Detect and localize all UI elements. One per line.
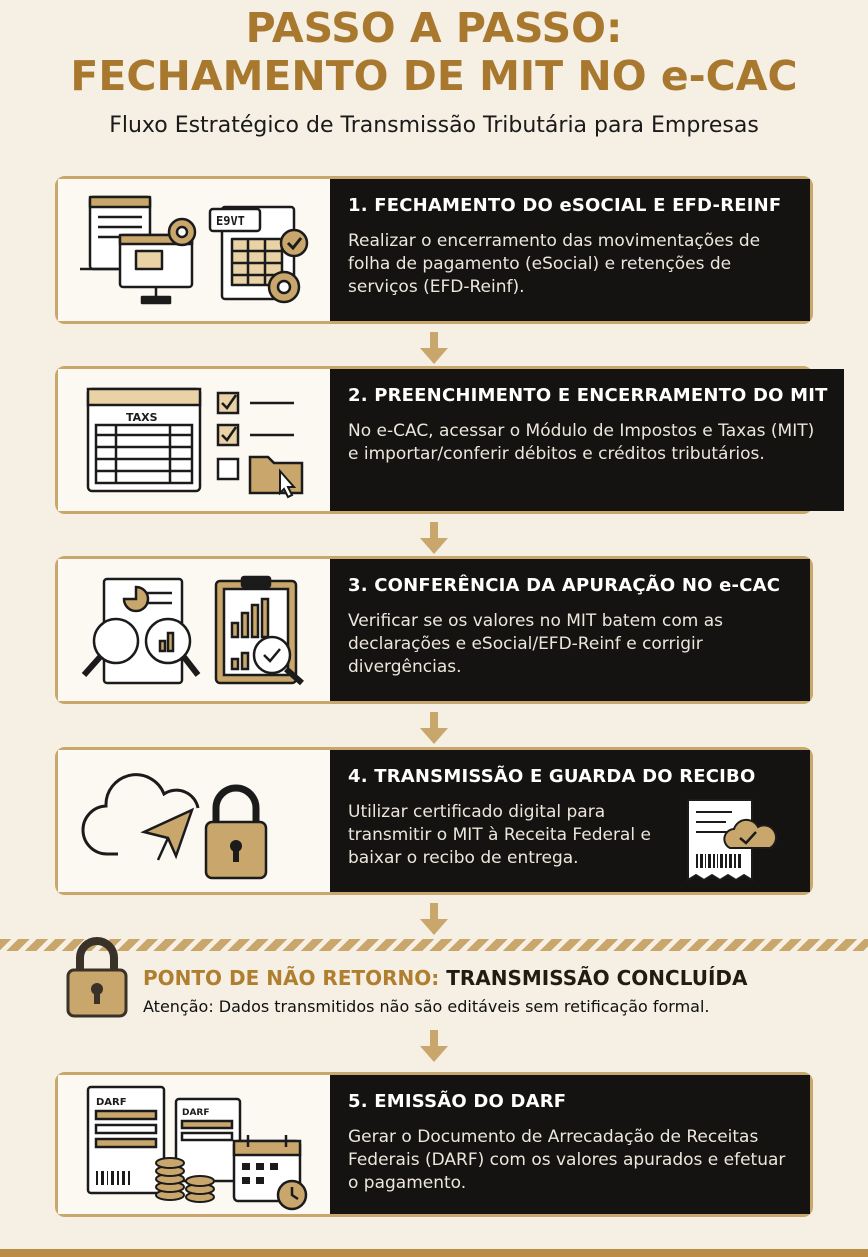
page-title-line-1: PASSO A PASSO:: [245, 4, 623, 52]
step-2-text: No e-CAC, acessar o Módulo de Impostos e…: [348, 421, 815, 464]
cursor-icon: [279, 468, 297, 499]
step-3-title: 3. CONFERÊNCIA DA APURAÇÃO NO e-CAC: [348, 575, 781, 596]
arrow-down-icon: [420, 903, 448, 935]
tax-form-icon: TAXS: [86, 387, 304, 499]
step-card-1: E9VT 1. FECHAMENTO DO eSOCIAL E EFD-REIN…: [55, 176, 813, 324]
page-title-line-2: FECHAMENTO DE MIT NO e-CAC: [70, 52, 798, 100]
spreadsheet-tag-label: E9VT: [216, 214, 245, 228]
monitor-icon: E9VT: [80, 195, 309, 305]
step-card-2: TAXS 2. PREENCHIMENTO E ENCERRAMENTO DO …: [55, 366, 844, 514]
step-4-text: Utilizar certificado digital para transm…: [348, 802, 651, 868]
cloud-send-icon: [81, 773, 268, 880]
step-4-title: 4. TRANSMISSÃO E GUARDA DO RECIBO: [348, 766, 756, 787]
warning-title-status: TRANSMISSÃO CONCLUÍDA: [446, 966, 748, 990]
clock-icon: [276, 1179, 308, 1211]
arrow-down-icon: [420, 332, 448, 364]
checklist-icon: [216, 391, 294, 481]
step-2-panel: 2. PREENCHIMENTO E ENCERRAMENTO DO MIT N…: [330, 369, 844, 511]
step-1-illustration: E9VT: [58, 179, 330, 321]
warning-text: Atenção: Dados transmitidos não são edit…: [143, 997, 710, 1016]
arrow-down-icon: [420, 712, 448, 744]
arrow-down-icon: [420, 522, 448, 554]
step-3-illustration: [58, 559, 330, 701]
step-card-3: 3. CONFERÊNCIA DA APURAÇÃO NO e-CAC Veri…: [55, 556, 813, 704]
clipboard-chart-icon: [214, 575, 304, 686]
tax-form-label: TAXS: [126, 411, 158, 424]
step-5-illustration: DARF DARF: [58, 1075, 330, 1214]
darf-label-2: DARF: [182, 1108, 210, 1118]
step-3-text: Verificar se os valores no MIT batem com…: [348, 611, 723, 677]
step-2-illustration: TAXS: [58, 369, 330, 511]
step-5-text: Gerar o Documento de Arrecadação de Rece…: [348, 1127, 786, 1193]
warning-title-highlight: PONTO DE NÃO RETORNO:: [143, 966, 440, 990]
magnifier-document-icon: [81, 575, 304, 686]
divider-stripe-top: [0, 939, 868, 951]
step-1-text: Realizar o encerramento das movimentaçõe…: [348, 231, 761, 297]
step-1-panel: 1. FECHAMENTO DO eSOCIAL E EFD-REINF Rea…: [330, 179, 810, 321]
step-3-panel: 3. CONFERÊNCIA DA APURAÇÃO NO e-CAC Veri…: [330, 559, 810, 701]
padlock-icon: [204, 784, 268, 880]
step-card-5: DARF DARF 5. EMISSÃO DO DARF Gerar o Doc…: [55, 1072, 813, 1217]
check-icon: [279, 228, 309, 258]
darf-label-1: DARF: [96, 1097, 127, 1108]
coins-icon: [155, 1157, 215, 1203]
page-subtitle: Fluxo Estratégico de Transmissão Tributá…: [109, 113, 759, 138]
padlock-icon: [66, 937, 128, 1018]
step-4-panel: 4. TRANSMISSÃO E GUARDA DO RECIBO Utiliz…: [330, 750, 810, 892]
step-1-title: 1. FECHAMENTO DO eSOCIAL E EFD-REINF: [348, 195, 782, 216]
step-5-panel: 5. EMISSÃO DO DARF Gerar o Documento de …: [330, 1075, 810, 1214]
step-4-illustration: [58, 750, 330, 892]
step-card-4: 4. TRANSMISSÃO E GUARDA DO RECIBO Utiliz…: [55, 747, 813, 895]
step-5-title: 5. EMISSÃO DO DARF: [348, 1091, 567, 1112]
bottom-bar: [0, 1249, 868, 1257]
darf-document-icon: DARF DARF: [86, 1085, 308, 1211]
step-2-title: 2. PREENCHIMENTO E ENCERRAMENTO DO MIT: [348, 385, 828, 406]
gear-icon: [167, 217, 197, 247]
warning-title: PONTO DE NÃO RETORNO: TRANSMISSÃO CONCLU…: [143, 966, 747, 990]
arrow-down-icon: [420, 1030, 448, 1062]
receipt-icon: [687, 799, 778, 882]
